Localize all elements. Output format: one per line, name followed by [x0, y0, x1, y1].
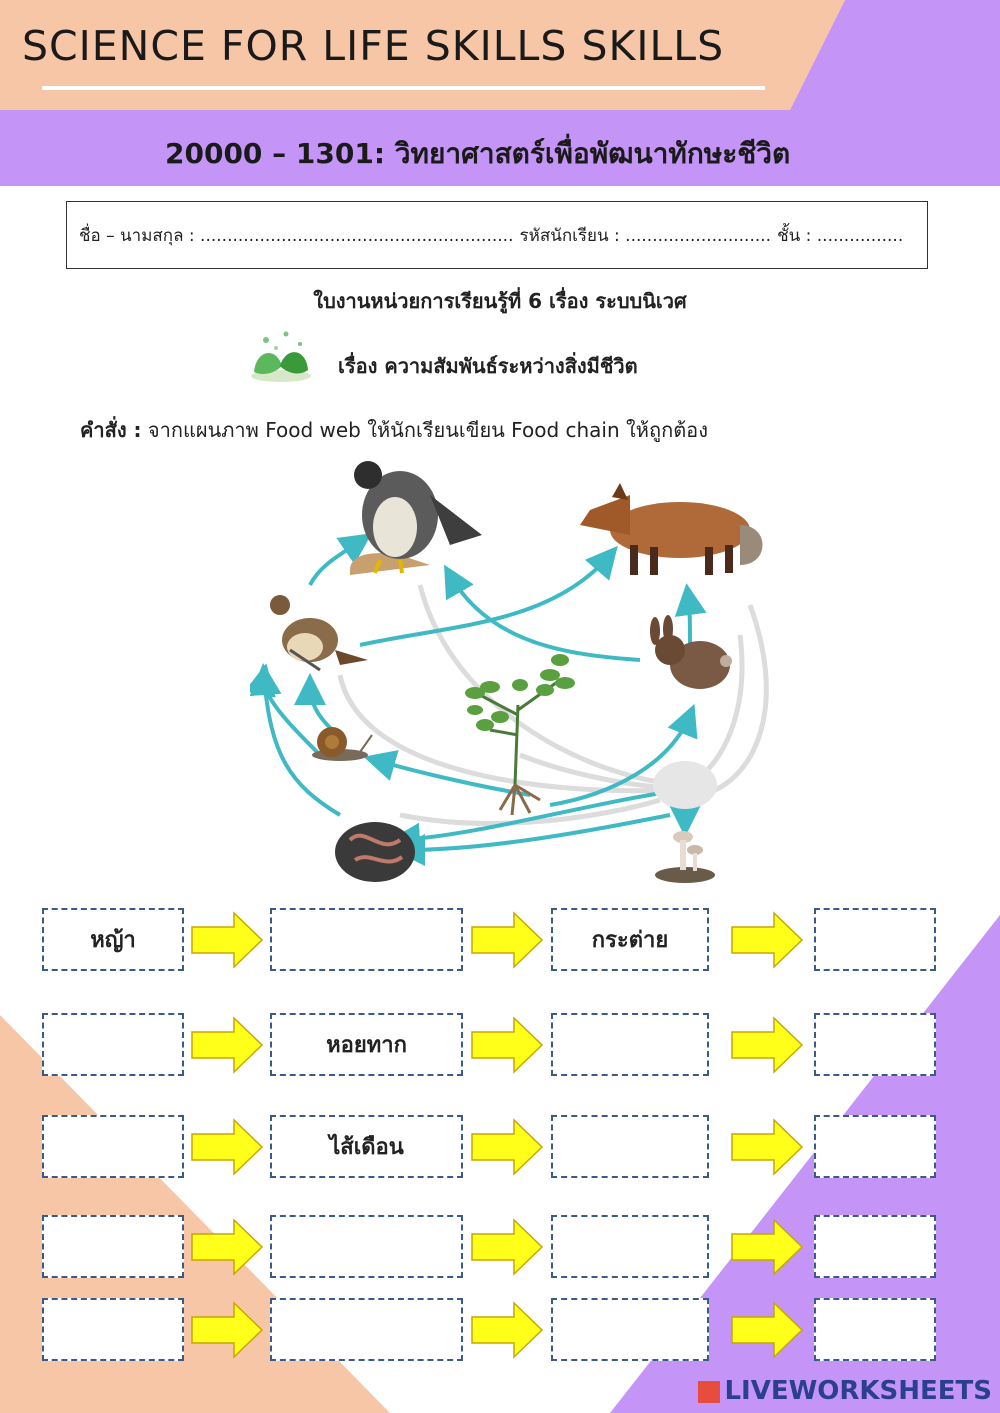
chain-answer-box[interactable]	[814, 1013, 936, 1076]
chain-answer-input[interactable]	[819, 1124, 931, 1169]
yellow-arrow-icon	[191, 1118, 264, 1176]
plant-icon	[465, 654, 575, 816]
topic-title: เรื่อง ความสัมพันธ์ระหว่างสิ่งมีชีวิต	[338, 354, 638, 378]
instruction-label: คำสั่ง :	[80, 418, 142, 442]
chain-box-filled: ไส้เดือน	[270, 1115, 463, 1178]
falcon-icon	[350, 461, 482, 575]
student-id-field-label: รหัสนักเรียน : .........................…	[519, 225, 772, 246]
decomposer-node-icon	[653, 761, 717, 809]
class-field-label: ชั้น : ................	[777, 225, 904, 246]
thrush-bird-icon	[270, 595, 368, 672]
snail-icon	[312, 727, 373, 761]
yellow-arrow-icon	[731, 1118, 804, 1176]
chain-answer-box[interactable]	[551, 1013, 709, 1076]
chain-answer-input[interactable]	[279, 1307, 454, 1352]
chain-answer-box[interactable]	[42, 1115, 184, 1178]
chain-answer-box[interactable]	[270, 1298, 463, 1361]
chain-answer-input[interactable]	[819, 1307, 931, 1352]
rabbit-icon	[650, 615, 732, 689]
yellow-arrow-icon	[191, 911, 264, 969]
chain-answer-box[interactable]	[270, 908, 463, 971]
chain-box-filled: หอยทาก	[270, 1013, 463, 1076]
yellow-arrow-icon	[731, 1301, 804, 1359]
chain-answer-input[interactable]	[48, 1224, 178, 1269]
chain-answer-input[interactable]	[819, 1224, 931, 1269]
chain-answer-box[interactable]	[42, 1215, 184, 1278]
yellow-arrow-icon	[191, 1016, 264, 1074]
chain-answer-input[interactable]	[558, 1022, 702, 1067]
earthworm-icon	[335, 822, 415, 882]
chain-answer-input[interactable]	[558, 1124, 702, 1169]
chain-answer-input[interactable]	[279, 917, 454, 962]
student-info-box: ชื่อ – นามสกุล : .......................…	[66, 201, 928, 269]
liveworksheets-brand: LIVEWORKSHEETS	[698, 1376, 992, 1406]
course-subtitle: 20000 – 1301: วิทยาศาสตร์เพื่อพัฒนาทักษะ…	[165, 137, 791, 170]
instruction: คำสั่ง : จากแผนภาพ Food web ให้นักเรียนเ…	[80, 414, 708, 446]
name-field-label: ชื่อ – นามสกุล : .......................…	[79, 225, 514, 246]
organism-label: หญ้า	[90, 928, 136, 953]
chain-answer-input[interactable]	[48, 1307, 178, 1352]
yellow-arrow-icon	[191, 1218, 264, 1276]
chain-answer-box[interactable]	[551, 1298, 709, 1361]
chain-box-filled: กระต่าย	[551, 908, 709, 971]
chain-answer-input[interactable]	[48, 1022, 178, 1067]
yellow-arrow-icon	[471, 1218, 544, 1276]
chain-answer-box[interactable]	[814, 1298, 936, 1361]
yellow-arrow-icon	[191, 1301, 264, 1359]
chain-answer-input[interactable]	[558, 1307, 702, 1352]
yellow-arrow-icon	[471, 1118, 544, 1176]
chain-answer-input[interactable]	[819, 1022, 931, 1067]
chain-box-filled: หญ้า	[42, 908, 184, 971]
yellow-arrow-icon	[471, 1016, 544, 1074]
chain-answer-box[interactable]	[270, 1215, 463, 1278]
chain-answer-box[interactable]	[814, 1115, 936, 1178]
organism-label: ไส้เดือน	[329, 1135, 404, 1160]
yellow-arrow-icon	[471, 1301, 544, 1359]
liveworksheets-logo-icon	[698, 1380, 721, 1403]
chain-answer-box[interactable]	[551, 1115, 709, 1178]
yellow-arrow-icon	[731, 1016, 804, 1074]
leaf-logo-icon	[251, 331, 311, 382]
page-title: SCIENCE FOR LIFE SKILLS SKILLS	[22, 22, 725, 70]
fox-icon	[580, 483, 763, 575]
chain-answer-input[interactable]	[279, 1224, 454, 1269]
mushroom-icon	[655, 831, 715, 883]
chain-answer-input[interactable]	[819, 917, 931, 962]
chain-answer-input[interactable]	[48, 1124, 178, 1169]
food-web-diagram	[250, 461, 769, 883]
chain-answer-box[interactable]	[814, 1215, 936, 1278]
organism-label: หอยทาก	[326, 1033, 407, 1058]
organism-label: กระต่าย	[591, 928, 669, 953]
brand-text: LIVEWORKSHEETS	[724, 1376, 992, 1406]
yellow-arrow-icon	[731, 1218, 804, 1276]
chain-answer-box[interactable]	[551, 1215, 709, 1278]
chain-answer-box[interactable]	[814, 908, 936, 971]
chain-answer-box[interactable]	[42, 1298, 184, 1361]
chain-answer-box[interactable]	[42, 1013, 184, 1076]
unit-title: ใบงานหน่วยการเรียนรู้ที่ 6 เรื่อง ระบบนิ…	[313, 289, 687, 313]
yellow-arrow-icon	[731, 911, 804, 969]
instruction-text: จากแผนภาพ Food web ให้นักเรียนเขียน Food…	[141, 418, 708, 442]
yellow-arrow-icon	[471, 911, 544, 969]
chain-answer-input[interactable]	[558, 1224, 702, 1269]
